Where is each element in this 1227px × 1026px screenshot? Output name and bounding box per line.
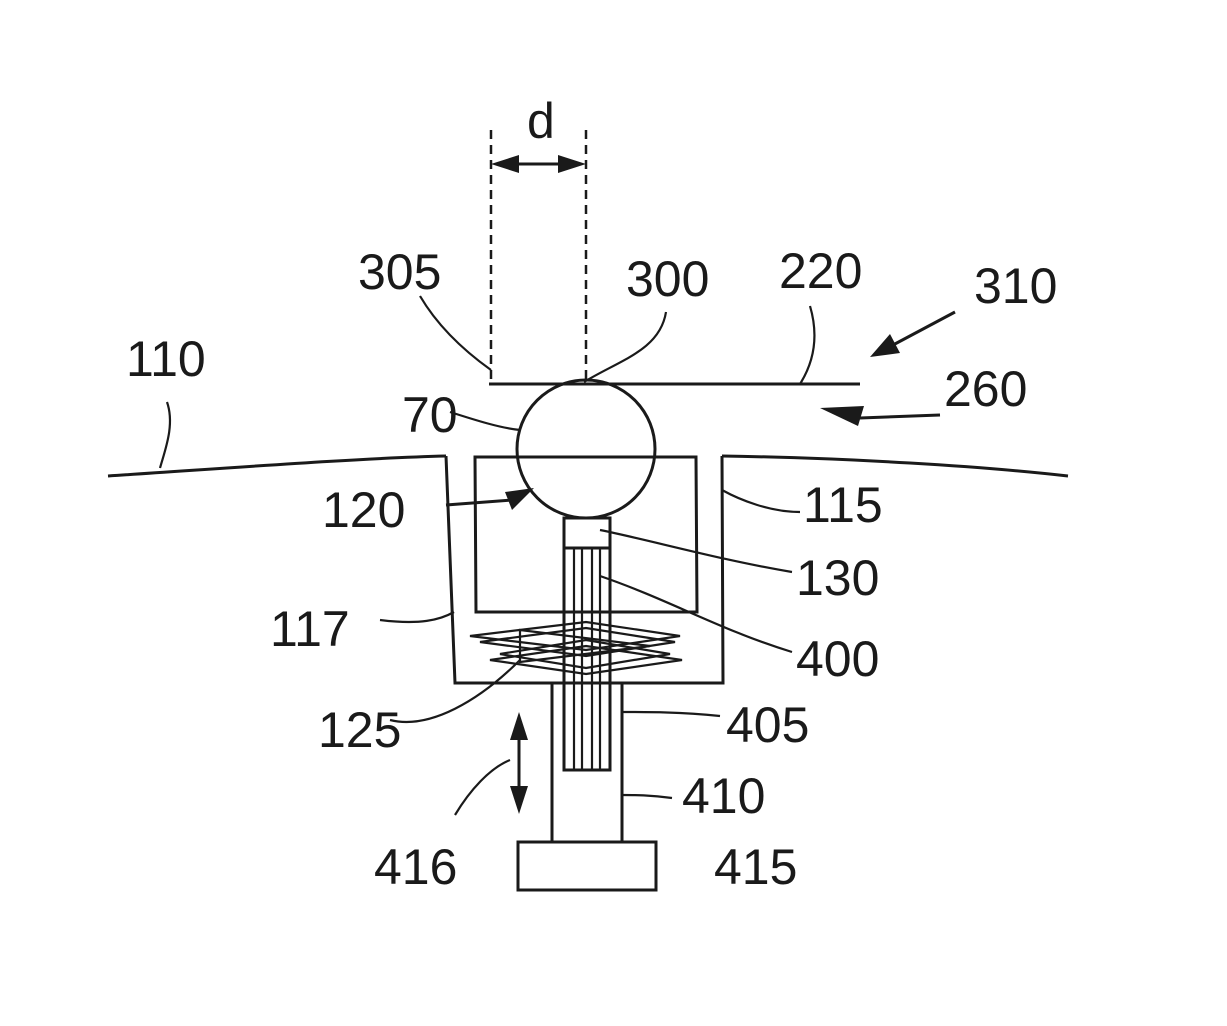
arrow-260 [820, 406, 940, 426]
label-125: 125 [318, 702, 401, 758]
label-416: 416 [374, 839, 457, 895]
ball-70 [517, 380, 655, 518]
label-220: 220 [779, 243, 862, 299]
label-d: d [527, 93, 555, 149]
label-130: 130 [796, 550, 879, 606]
label-305: 305 [358, 244, 441, 300]
label-115: 115 [803, 477, 883, 533]
label-410: 410 [682, 768, 765, 824]
dimension-d [491, 130, 586, 382]
label-117: 117 [270, 601, 350, 657]
label-300: 300 [626, 251, 709, 307]
label-110: 110 [126, 331, 206, 387]
spring-125 [470, 622, 682, 674]
arrow-310 [870, 312, 955, 357]
label-400: 400 [796, 631, 879, 687]
arrow-120 [446, 488, 534, 510]
label-70: 70 [402, 387, 458, 443]
motion-arrow-416 [510, 712, 528, 814]
base-415 [518, 842, 656, 890]
stem-assembly [564, 518, 610, 770]
surface-110 [108, 456, 1068, 476]
leader-lines [160, 296, 815, 815]
label-405: 405 [726, 697, 809, 753]
label-415: 415 [714, 839, 797, 895]
label-310: 310 [974, 258, 1057, 314]
label-260: 260 [944, 361, 1027, 417]
inner-cup [475, 457, 697, 612]
label-120: 120 [322, 482, 405, 538]
